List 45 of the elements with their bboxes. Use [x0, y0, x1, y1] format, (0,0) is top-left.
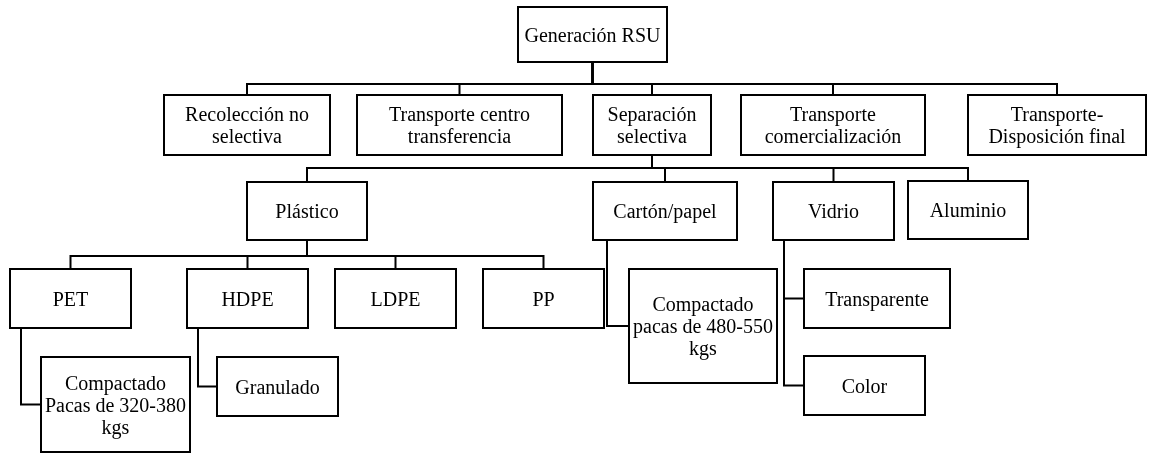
box-label: HDPE [221, 287, 274, 310]
process-box [246, 181, 368, 241]
connector-line [197, 328, 217, 388]
process-box [592, 181, 738, 241]
process-box [517, 6, 668, 63]
box-label: LDPE [370, 287, 421, 310]
box-label: Transparente [825, 287, 929, 310]
process-box [592, 94, 712, 156]
process-box [482, 268, 605, 329]
box-label: Aluminio [929, 199, 1007, 221]
box-label: PET [52, 287, 89, 310]
connector-line [591, 62, 1058, 95]
connector-line [606, 240, 629, 327]
process-box [216, 356, 339, 417]
box-label: Transporte- Disposición final [987, 103, 1127, 147]
connector-line [651, 155, 969, 181]
process-box [967, 94, 1147, 156]
box-label: Vidrio [808, 200, 859, 222]
process-box [9, 268, 132, 329]
process-box [356, 94, 563, 156]
process-box [334, 268, 457, 329]
connector-line [20, 328, 41, 406]
process-box [803, 268, 951, 329]
box-label: Separación selectiva [606, 103, 698, 147]
box-label: Transporte centro transferencia [388, 103, 531, 147]
box-label: Compactado pacas de 480-550 kgs [632, 293, 774, 359]
box-label: PP [532, 287, 555, 310]
box-label: Compactado Pacas de 320-380 kgs [44, 371, 187, 438]
box-label: Plástico [275, 200, 339, 222]
connector-line [783, 240, 804, 387]
process-box [163, 94, 331, 156]
box-label: Recolección no selectiva [184, 103, 310, 147]
box-label: Generación RSU [524, 23, 661, 46]
process-box [628, 268, 778, 384]
process-box [40, 356, 191, 453]
connector-line [306, 240, 545, 269]
box-label: Cartón/papel [613, 200, 717, 222]
process-box [186, 268, 309, 329]
box-label: Color [841, 374, 888, 397]
process-box [907, 180, 1029, 240]
process-box [740, 94, 926, 156]
process-box [803, 355, 926, 416]
box-label: Transporte comercialización [763, 103, 903, 147]
box-label: Granulado [235, 375, 320, 398]
process-box [772, 181, 895, 241]
